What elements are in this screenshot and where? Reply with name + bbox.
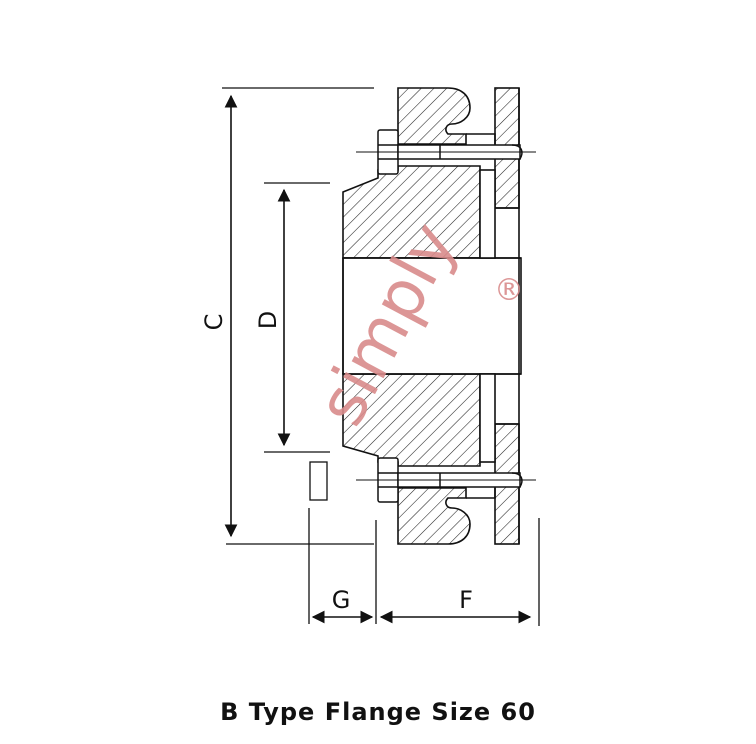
- watermark-registered-mark: ®: [494, 273, 524, 308]
- dimension-d-label: D: [254, 311, 282, 329]
- diagram-caption: B Type Flange Size 60: [220, 698, 536, 726]
- dimension-g-label: G: [332, 586, 351, 614]
- extension-lines: [222, 87, 540, 626]
- bolt-lower: [356, 457, 536, 503]
- hub-section: [342, 165, 522, 467]
- dimension-c-label: C: [200, 314, 228, 331]
- bolt-upper: [356, 129, 536, 175]
- dimension-arrows: [224, 94, 532, 624]
- dimension-f-label: F: [459, 586, 473, 614]
- gap-block: [309, 461, 328, 501]
